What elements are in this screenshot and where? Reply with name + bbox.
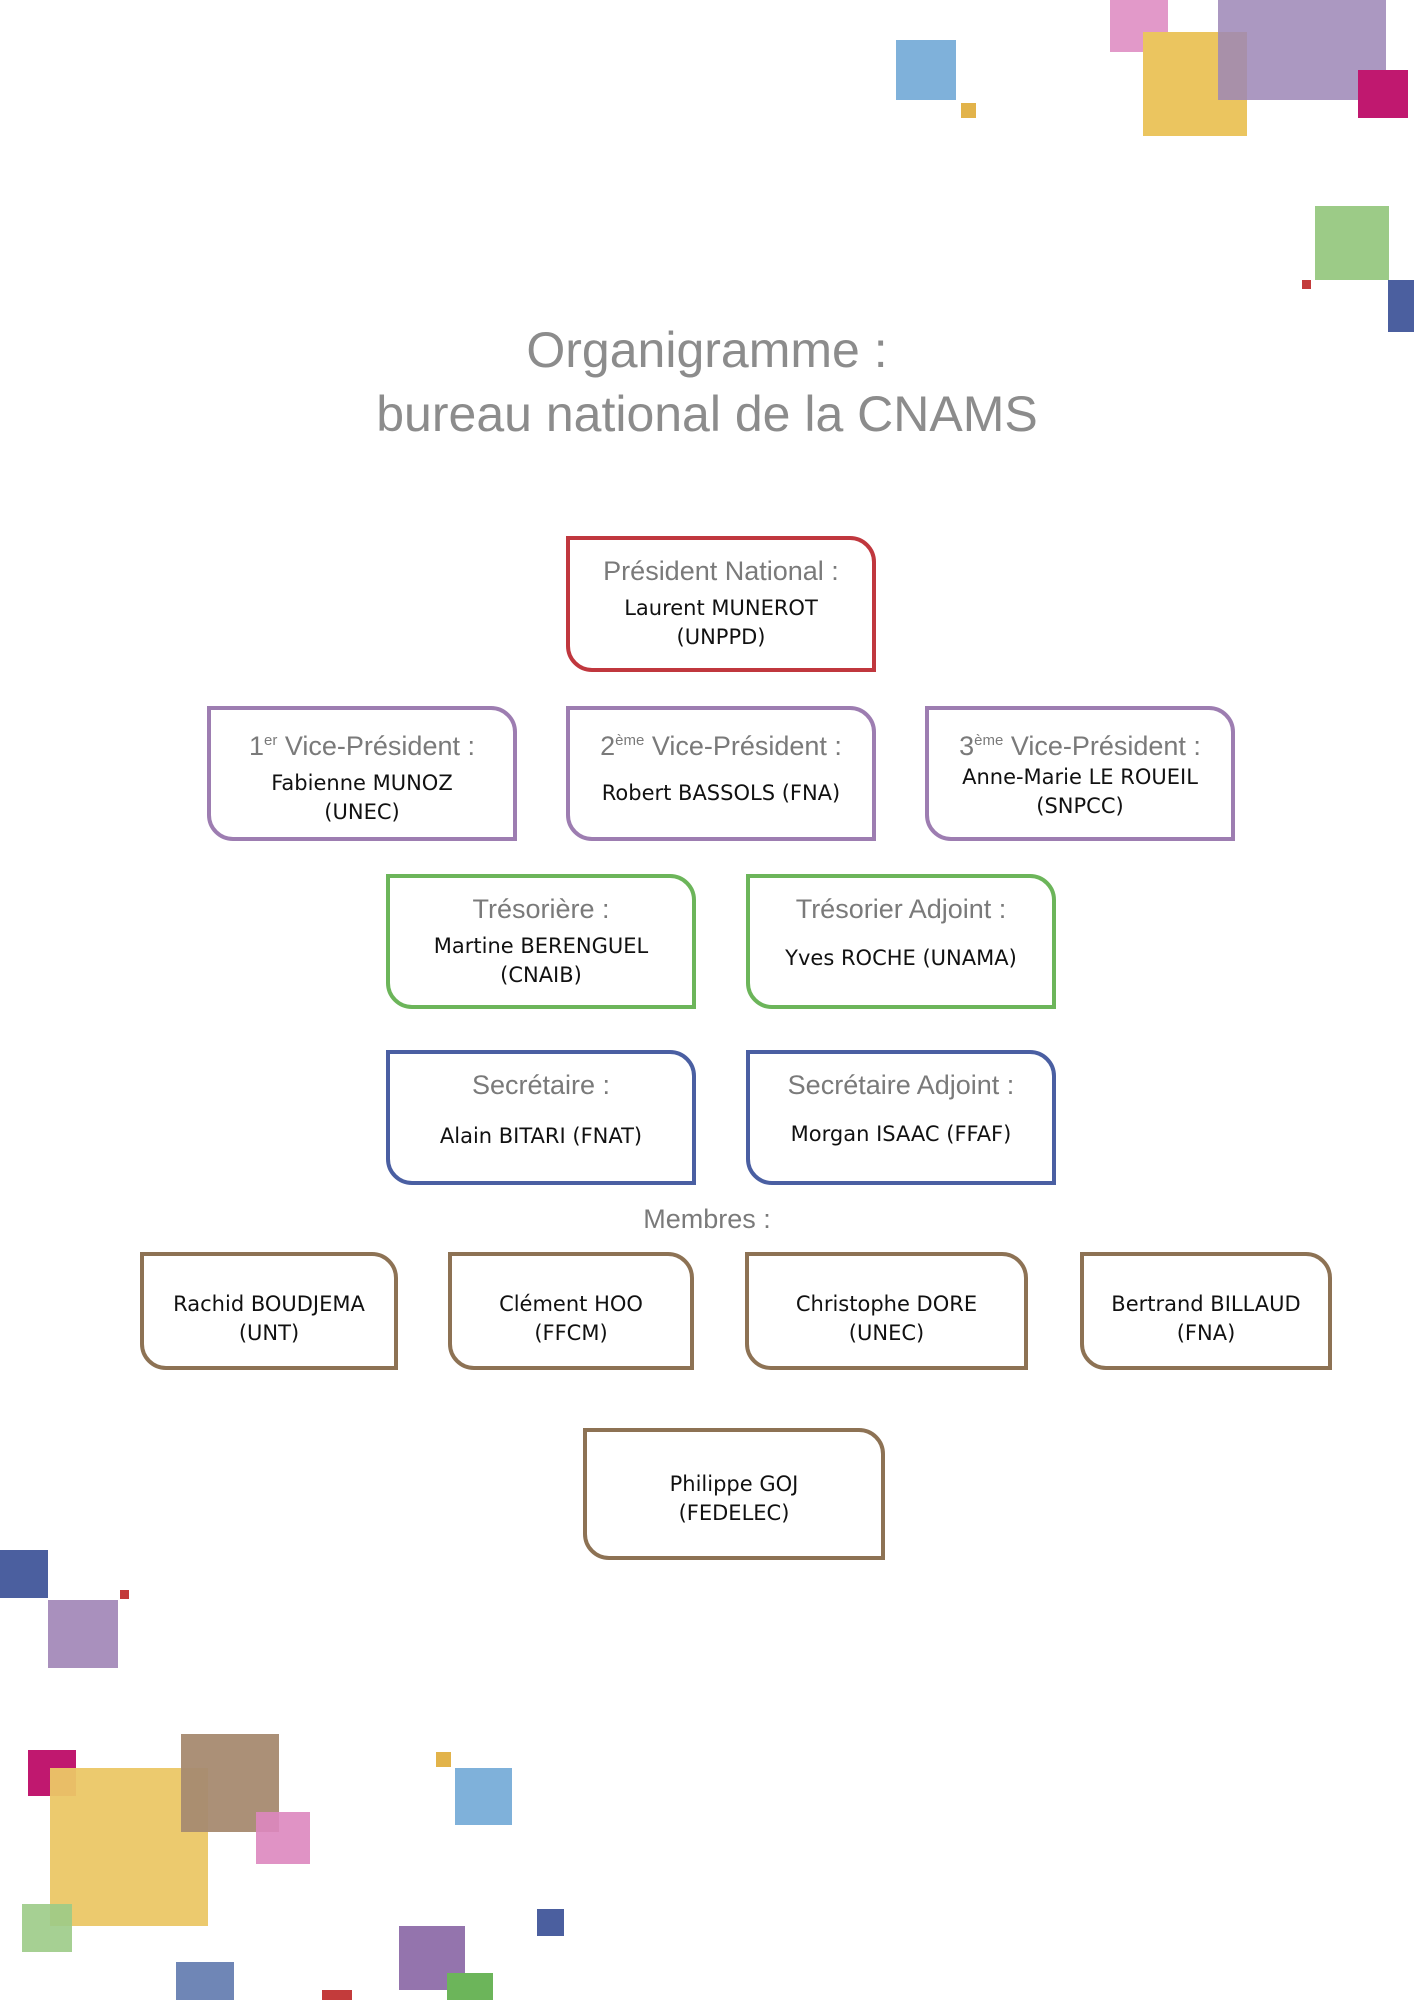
vice-president-3-role: 3ème Vice-Président : — [959, 731, 1201, 761]
president-name: Laurent MUNEROT (UNPPD) — [624, 596, 818, 649]
secretaire-box: Secrétaire : Alain BITARI (FNAT) — [386, 1050, 696, 1185]
member-box: Rachid BOUDJEMA (UNT) — [140, 1252, 398, 1370]
vice-president-3-box: 3ème Vice-Président : Anne-Marie LE ROUE… — [925, 706, 1235, 841]
tresoriere-name: Martine BERENGUEL (CNAIB) — [433, 934, 649, 987]
secretaire-role: Secrétaire : — [471, 1070, 611, 1100]
decor-square — [1388, 280, 1414, 332]
decor-square — [22, 1904, 72, 1952]
member-box: Clément HOO (FFCM) — [448, 1252, 694, 1370]
decor-square — [896, 40, 956, 100]
page-title: Organigramme : bureau national de la CNA… — [0, 318, 1414, 446]
vice-president-2-name: Robert BASSOLS (FNA) — [601, 781, 841, 805]
vice-president-3-name: Anne-Marie LE ROUEIL (SNPCC) — [962, 765, 1198, 818]
tresorier-adjoint-box: Trésorier Adjoint : Yves ROCHE (UNAMA) — [746, 874, 1056, 1009]
secretaire-name: Alain BITARI (FNAT) — [439, 1124, 643, 1148]
tresoriere-role: Trésorière : — [472, 894, 610, 924]
decor-square — [436, 1752, 451, 1767]
decor-square — [455, 1768, 512, 1825]
president-box: Président National : Laurent MUNEROT (UN… — [566, 536, 876, 672]
secretaire-adjoint-name: Morgan ISAAC (FFAF) — [790, 1122, 1012, 1146]
decor-square — [176, 1962, 234, 2000]
title-line-1: Organigramme : — [526, 322, 888, 378]
decor-square — [1315, 206, 1389, 280]
member-box: Philippe GOJ (FEDELEC) — [583, 1428, 885, 1560]
vice-president-2-box: 2ème Vice-Président : Robert BASSOLS (FN… — [566, 706, 876, 841]
member-box: Bertrand BILLAUD (FNA) — [1080, 1252, 1332, 1370]
secretaire-adjoint-role: Secrétaire Adjoint : — [787, 1070, 1015, 1100]
member-box: Christophe DORE (UNEC) — [745, 1252, 1028, 1370]
secretaire-adjoint-box: Secrétaire Adjoint : Morgan ISAAC (FFAF) — [746, 1050, 1056, 1185]
decor-square — [48, 1600, 118, 1668]
decor-square — [0, 1550, 48, 1598]
vice-president-1-box: 1er Vice-Président : Fabienne MUNOZ (UNE… — [207, 706, 517, 841]
decor-square — [322, 1990, 352, 2000]
tresorier-adjoint-name: Yves ROCHE (UNAMA) — [785, 946, 1017, 970]
title-line-2: bureau national de la CNAMS — [376, 386, 1038, 442]
decor-square — [256, 1812, 310, 1864]
decor-square — [447, 1973, 493, 2000]
decor-square — [1358, 70, 1408, 118]
decor-square — [961, 103, 976, 118]
members-label: Membres : — [643, 1204, 771, 1234]
vice-president-1-role: 1er Vice-Président : — [249, 731, 475, 761]
vice-president-1-name: Fabienne MUNOZ (UNEC) — [271, 771, 453, 824]
president-role: Président National : — [603, 556, 839, 586]
decor-square — [537, 1909, 564, 1936]
vice-president-2-role: 2ème Vice-Président : — [600, 731, 842, 761]
decor-square — [120, 1590, 129, 1599]
tresorier-adjoint-role: Trésorier Adjoint : — [795, 894, 1007, 924]
tresoriere-box: Trésorière : Martine BERENGUEL (CNAIB) — [386, 874, 696, 1009]
decor-square — [1302, 280, 1311, 289]
